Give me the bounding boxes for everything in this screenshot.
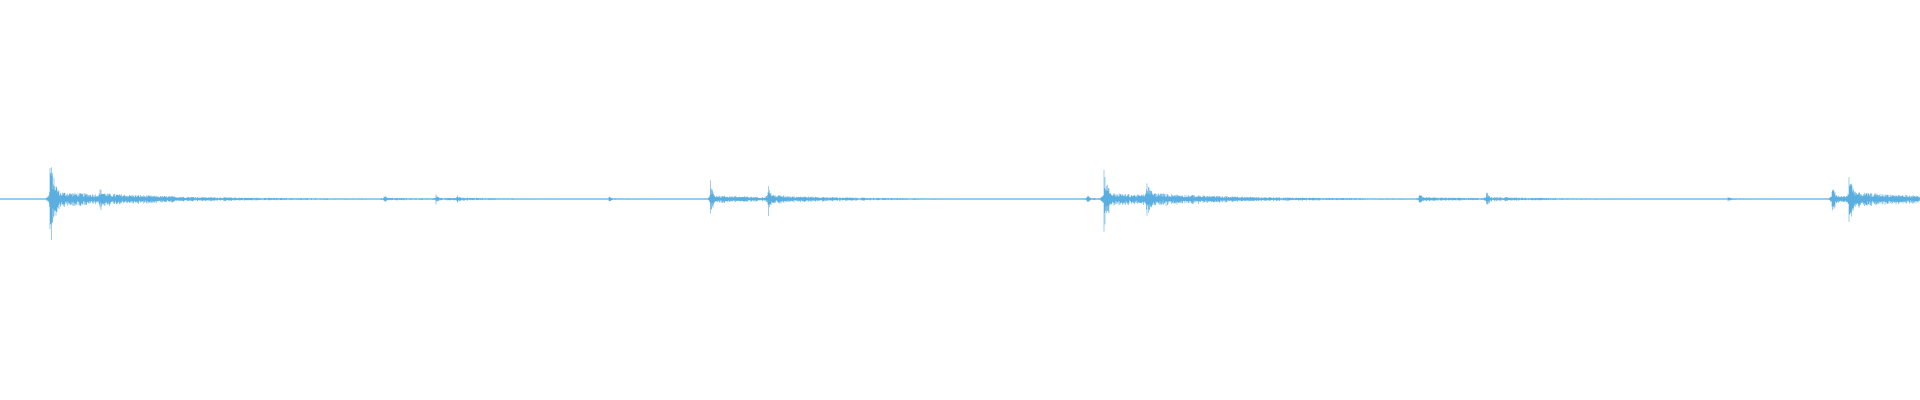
waveform-path xyxy=(0,167,1920,241)
